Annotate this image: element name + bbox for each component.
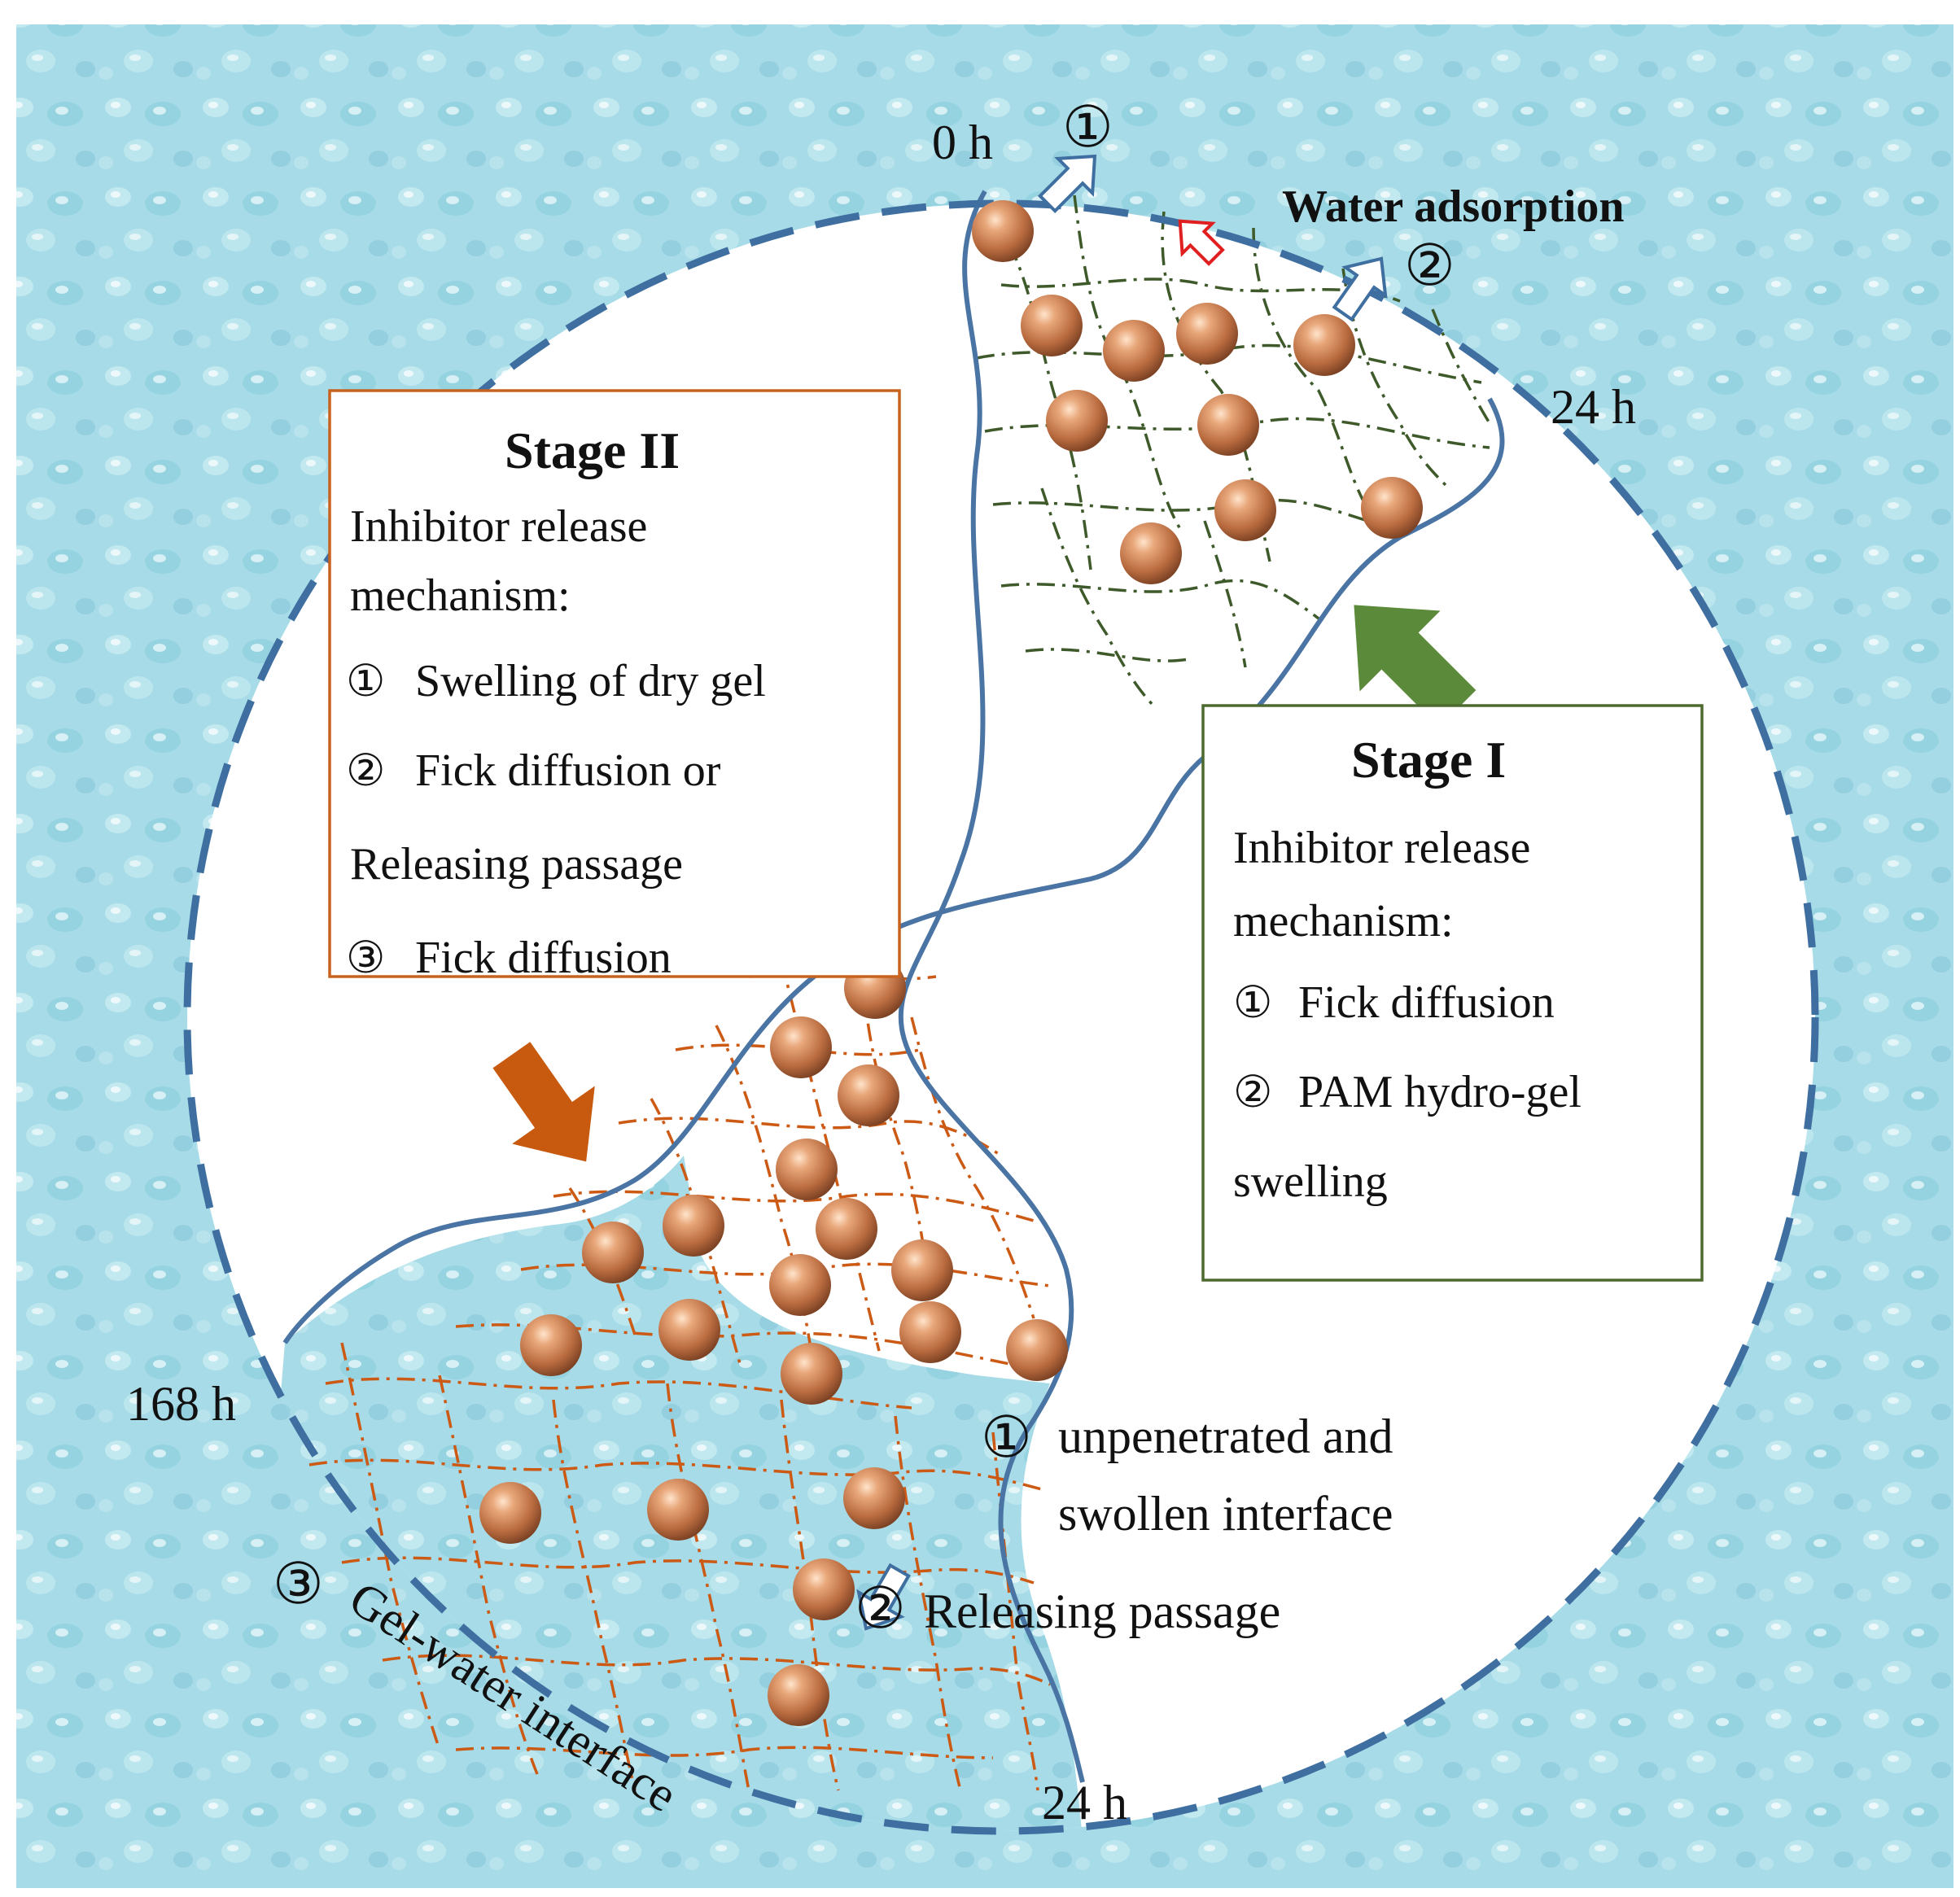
inhibitor-particle — [781, 1343, 842, 1405]
stage1-box — [1201, 704, 1704, 1282]
inhibitor-particle — [479, 1482, 541, 1544]
inhibitor-particle — [647, 1479, 709, 1541]
inhibitor-particle — [1176, 303, 1238, 365]
stage2-item3: Fick diffusion — [415, 933, 672, 983]
inhibitor-particle — [769, 1254, 831, 1316]
stage1-title: Stage I — [1351, 731, 1506, 789]
stage2-hydrogel-network — [308, 951, 1051, 1791]
inhibitor-particle — [663, 1195, 724, 1257]
stage2-marker-2: ② — [346, 745, 385, 796]
stage2-title: Stage II — [505, 422, 680, 479]
stage1-marker-2: ② — [1233, 1066, 1272, 1117]
inhibitor-particle — [1120, 522, 1182, 584]
inhibitor-particle — [899, 1301, 961, 1363]
inhibitor-particle — [1361, 477, 1423, 539]
marker-1-top: ① — [1062, 94, 1113, 160]
inhibitor-particle — [582, 1222, 644, 1283]
releasing-passage-label: Releasing passage — [924, 1584, 1280, 1638]
inhibitor-particle — [770, 1016, 832, 1078]
marker-1-interface: ① — [981, 1404, 1032, 1471]
inhibitor-particle — [768, 1664, 829, 1726]
inhibitor-particle — [972, 200, 1034, 262]
inhibitor-particle — [838, 1064, 899, 1126]
unpenetrated-label-1: unpenetrated and — [1058, 1410, 1393, 1463]
stage2-line1: Inhibitor release — [350, 501, 647, 552]
stage1-line2: mechanism: — [1233, 896, 1454, 946]
stage1-right-boundary — [282, 397, 1505, 1344]
release-arrow-stage1 — [1332, 256, 1388, 322]
marker-2-top: ② — [1404, 232, 1455, 299]
marker-2-passage: ② — [855, 1575, 906, 1641]
stage2-arrow — [492, 1042, 595, 1162]
inhibitor-particle — [658, 1299, 720, 1361]
stage2-item2: Fick diffusion or — [415, 745, 721, 796]
stage1-arrow — [1354, 605, 1477, 728]
inhibitor-particle — [776, 1139, 838, 1200]
inhibitor-particle — [1021, 295, 1083, 356]
unpenetrated-label-2: swollen interface — [1058, 1487, 1393, 1541]
release-arrow-passage — [856, 1563, 911, 1631]
time-168h: 168 h — [126, 1377, 236, 1431]
time-24h-stage1: 24 h — [1551, 380, 1636, 434]
water-adsorption-arrow — [1178, 219, 1225, 266]
inhibitor-particle — [1293, 314, 1355, 376]
stage1-left-boundary — [898, 190, 1085, 1783]
inhibitor-particle — [793, 1558, 855, 1620]
stage2-line2: mechanism: — [350, 570, 571, 621]
stage2-marker-3: ③ — [346, 932, 385, 983]
stage2-marker-1: ① — [346, 655, 385, 706]
time-24h-stage2: 24 h — [1042, 1776, 1127, 1829]
inhibitor-particle — [843, 1467, 905, 1529]
stage1-line1: Inhibitor release — [1233, 823, 1530, 873]
stage2-box — [328, 389, 901, 978]
inhibitor-particle — [816, 1198, 877, 1260]
inhibitor-particle — [520, 1314, 582, 1376]
release-arrow-0h — [1037, 154, 1097, 214]
stage2-item1: Swelling of dry gel — [415, 656, 766, 706]
inhibitor-particle — [1046, 390, 1108, 452]
inhibitor-particle — [891, 1239, 953, 1301]
gel-boundary-dashed — [183, 199, 1819, 1835]
time-0h: 0 h — [932, 116, 993, 169]
inhibitor-particle — [1197, 394, 1259, 456]
water-adsorption-label: Water adsorption — [1282, 181, 1625, 232]
inhibitor-particle — [1214, 479, 1276, 541]
stage1-item2b: swelling — [1233, 1156, 1388, 1207]
stage1-marker-1: ① — [1233, 977, 1272, 1028]
inhibitor-particle — [1103, 320, 1165, 382]
marker-3-gel-water: ③ — [273, 1550, 324, 1617]
stage1-item1: Fick diffusion — [1298, 977, 1555, 1028]
stage2-item2b: Releasing passage — [350, 839, 683, 889]
interface-curves — [282, 190, 1505, 1783]
inhibitor-particles — [479, 200, 1423, 1726]
stage1-item2: PAM hydro-gel — [1298, 1067, 1582, 1117]
inhibitor-particle — [1006, 1319, 1068, 1381]
